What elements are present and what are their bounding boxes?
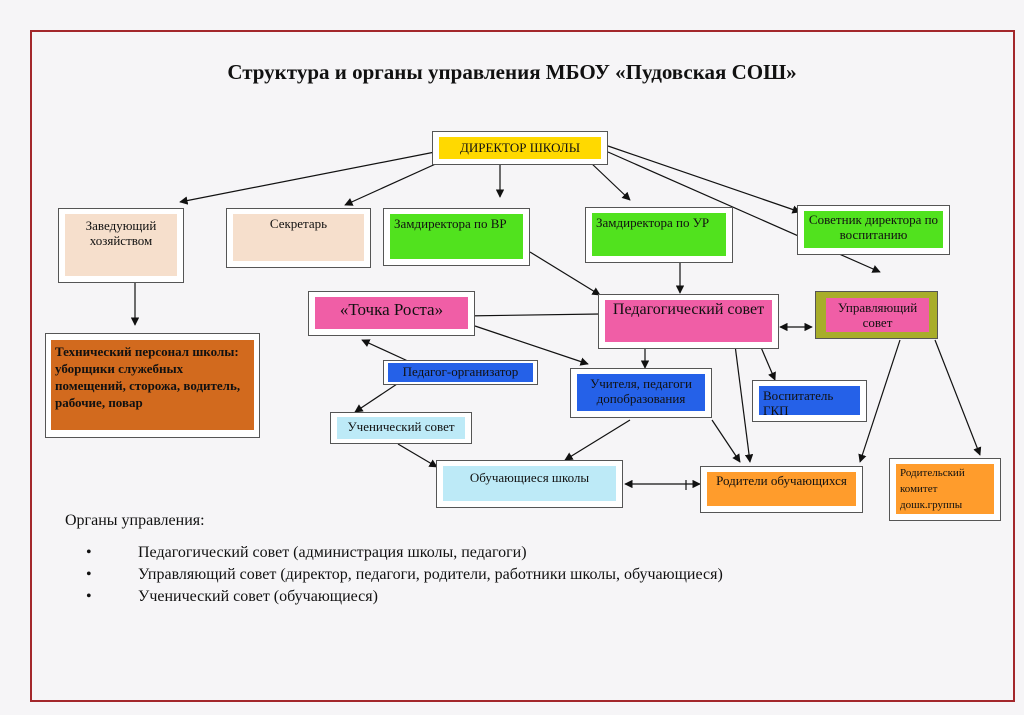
- node-household-head: Заведующий хозяйством: [58, 208, 184, 283]
- organs-item-governing-council: Управляющий совет (директор, педагоги, р…: [138, 566, 723, 583]
- arrow-director-deputy-ur: [589, 161, 631, 201]
- technical-staff-label: Технический персонал школы: уборщики слу…: [51, 340, 254, 430]
- arrow-governing-parents: [858, 339, 901, 463]
- arrow-ped-council-parents: [734, 344, 754, 463]
- arrow-ped-council-gkp: [759, 344, 776, 381]
- node-ped-organizer: Педагог-организатор: [383, 360, 538, 385]
- arrow-ped-organizer-student-council: [354, 381, 401, 413]
- household-head-label: Заведующий хозяйством: [65, 214, 177, 276]
- node-teachers: Учителя, педагоги допобразования: [570, 368, 712, 418]
- arrow-tochka-teachers: [474, 325, 589, 366]
- arrow-student-council-students: [397, 443, 438, 468]
- deputy-ur-label: Замдиректора по УР: [592, 213, 726, 256]
- arrow-teachers-students: [564, 419, 631, 461]
- arrow-deputy-vr-ped-council: [529, 251, 601, 296]
- student-council-label: Ученический совет: [337, 417, 465, 439]
- node-ped-council: Педагогический совет: [598, 294, 779, 349]
- gkp-educator-label: Воспитатель ГКП: [759, 386, 860, 418]
- arrow-director-advisor: [607, 145, 801, 214]
- governing-council-label: Управляющий совет: [826, 298, 929, 332]
- arrow-director-household: [179, 151, 436, 205]
- bullet-icon: •: [86, 588, 92, 605]
- page-frame: [30, 30, 1015, 702]
- node-advisor: Советник директора по воспитанию: [797, 205, 950, 255]
- secretary-label: Секретарь: [233, 214, 364, 261]
- arrow-director-secretary: [344, 161, 441, 206]
- ped-organizer-label: Педагог-организатор: [388, 363, 533, 382]
- deputy-vr-label: Замдиректора по ВР: [390, 214, 523, 259]
- node-students: Обучающиеся школы: [436, 460, 623, 508]
- advisor-label: Советник директора по воспитанию: [804, 211, 943, 248]
- node-governing-council: Управляющий совет: [815, 291, 938, 339]
- diagram-title: Структура и органы управления МБОУ «Пудо…: [227, 60, 797, 84]
- node-deputy-vr: Замдиректора по ВР: [383, 208, 530, 266]
- students-label: Обучающиеся школы: [443, 466, 616, 501]
- bullet-icon: •: [86, 544, 92, 561]
- node-gkp-educator: Воспитатель ГКП: [752, 380, 867, 422]
- node-parent-committee: Родительский комитет дошк.группы: [889, 458, 1001, 521]
- node-technical-staff: Технический персонал школы: уборщики слу…: [45, 333, 260, 438]
- arrow-teachers-parents: [711, 419, 741, 463]
- parent-committee-label: Родительский комитет дошк.группы: [896, 464, 994, 514]
- arrow-ped-council-tochka: [461, 311, 601, 321]
- node-deputy-ur: Замдиректора по УР: [585, 207, 733, 263]
- organs-item-ped-council: Педагогический совет (администрация школ…: [138, 544, 527, 561]
- teachers-label: Учителя, педагоги допобразования: [577, 374, 705, 411]
- tochka-rosta-label: «Точка Роста»: [315, 297, 468, 329]
- node-parents: Родители обучающихся: [700, 466, 863, 513]
- node-director: ДИРЕКТОР ШКОЛЫ: [432, 131, 608, 165]
- arrow-governing-parent-committee: [934, 339, 982, 456]
- director-label: ДИРЕКТОР ШКОЛЫ: [439, 137, 601, 159]
- arrow-ped-organizer-tochka: [361, 339, 411, 363]
- organs-item-student-council: Ученический совет (обучающиеся): [138, 588, 378, 605]
- node-secretary: Секретарь: [226, 208, 371, 268]
- ped-council-label: Педагогический совет: [605, 300, 772, 342]
- organs-heading: Органы управления:: [65, 512, 205, 529]
- bullet-icon: •: [86, 566, 92, 583]
- parents-label: Родители обучающихся: [707, 472, 856, 506]
- node-tochka-rosta: «Точка Роста»: [308, 291, 475, 336]
- node-student-council: Ученический совет: [330, 412, 472, 444]
